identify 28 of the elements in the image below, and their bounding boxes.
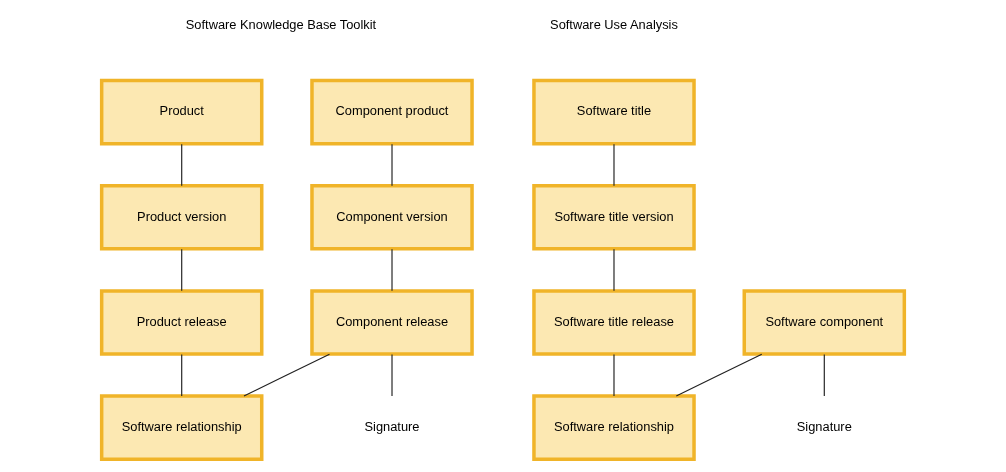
node-box: Component release (310, 289, 474, 356)
node-box: Component product (310, 78, 474, 146)
label: Software Knowledge Base Toolkit (185, 16, 377, 32)
node-box: Software title (532, 78, 696, 146)
node-box: Software relationship (532, 394, 696, 461)
connector (181, 353, 183, 397)
connector (181, 143, 183, 187)
connector (675, 353, 763, 397)
connector (823, 353, 825, 397)
node-text: Signature (364, 418, 420, 434)
node-box: Software title release (532, 289, 696, 356)
node-box: Software component (742, 289, 907, 356)
node-box: Component version (310, 184, 474, 251)
connector (613, 143, 615, 187)
connector (181, 248, 183, 292)
connector (391, 248, 393, 292)
node-text: Signature (796, 418, 852, 434)
connector (243, 353, 331, 397)
connector (613, 353, 615, 397)
node-box: Product release (99, 289, 264, 356)
label: Software Use Analysis (550, 16, 678, 32)
connector (391, 353, 393, 397)
node-box: Product version (99, 184, 264, 251)
connector (613, 248, 615, 292)
node-box: Product (99, 78, 264, 146)
connector (391, 143, 393, 187)
node-box: Software title version (532, 184, 696, 251)
node-box: Software relationship (99, 394, 264, 461)
